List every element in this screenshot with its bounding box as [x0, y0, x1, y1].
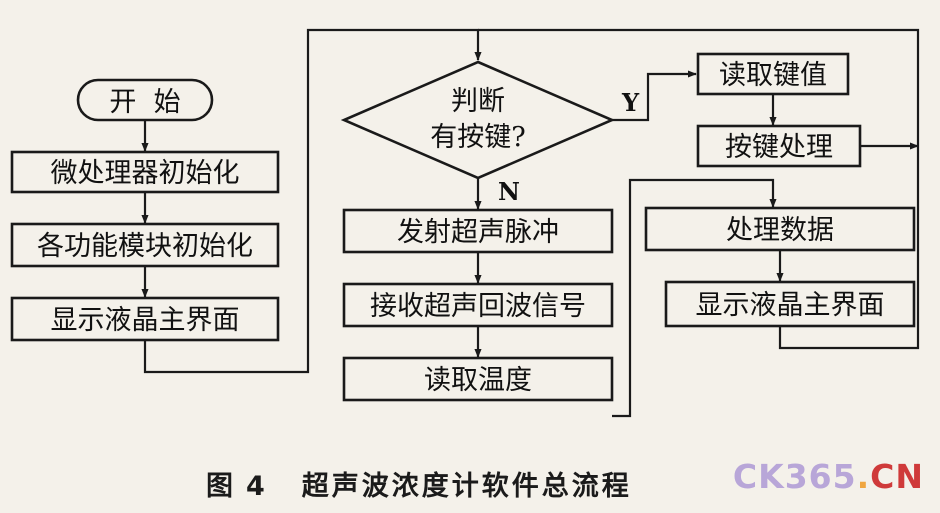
- show-main-left-label: 显示液晶主界面: [51, 305, 240, 336]
- watermark-main: CK365: [732, 457, 857, 496]
- start-label: 开 始: [109, 87, 180, 118]
- watermark-tld: CN: [870, 457, 924, 496]
- show-main-left-box: [10, 296, 280, 342]
- key-process-box: [696, 124, 862, 168]
- read-key-box: [696, 52, 850, 96]
- watermark-dot: .: [856, 457, 871, 496]
- init-mcu-label: 微处理器初始化: [51, 158, 240, 189]
- watermark-logo: CK365.CN: [733, 457, 924, 496]
- key-process-label: 按键处理: [725, 132, 833, 163]
- receive-echo-label: 接收超声回波信号: [370, 291, 586, 322]
- init-mcu-box: [10, 150, 280, 194]
- init-modules-label: 各功能模块初始化: [37, 231, 253, 262]
- decision-diamond: [340, 60, 616, 180]
- read-key-label: 读取键值: [719, 60, 827, 91]
- arrow-yes-branch: [612, 70, 697, 122]
- loop-return-line: [478, 28, 920, 350]
- yes-label: Y: [621, 88, 640, 117]
- flowchart: 开 始 微处理器初始化 各功能模块初始化 显示液晶主界面 判断 有按键? Y 读…: [10, 28, 920, 418]
- decision-label-line2: 有按键?: [430, 122, 525, 153]
- connector-left-to-loop: [143, 28, 482, 374]
- process-data-label: 处理数据: [726, 215, 834, 246]
- receive-echo-box: [342, 282, 614, 328]
- read-temp-box: [342, 356, 614, 402]
- decision-label-line1: 判断: [451, 86, 505, 117]
- no-label: N: [498, 177, 520, 206]
- caption-number: 4: [246, 471, 268, 502]
- read-temp-label: 读取温度: [424, 365, 532, 396]
- caption-figure: 图: [206, 471, 236, 502]
- show-main-right-label: 显示液晶主界面: [696, 290, 885, 321]
- emit-pulse-label: 发射超声脉冲: [397, 217, 559, 248]
- show-main-right-box: [664, 280, 916, 328]
- caption-title: 超声波浓度计软件总流程: [301, 471, 632, 502]
- connector-temp-to-process-data: [612, 178, 777, 418]
